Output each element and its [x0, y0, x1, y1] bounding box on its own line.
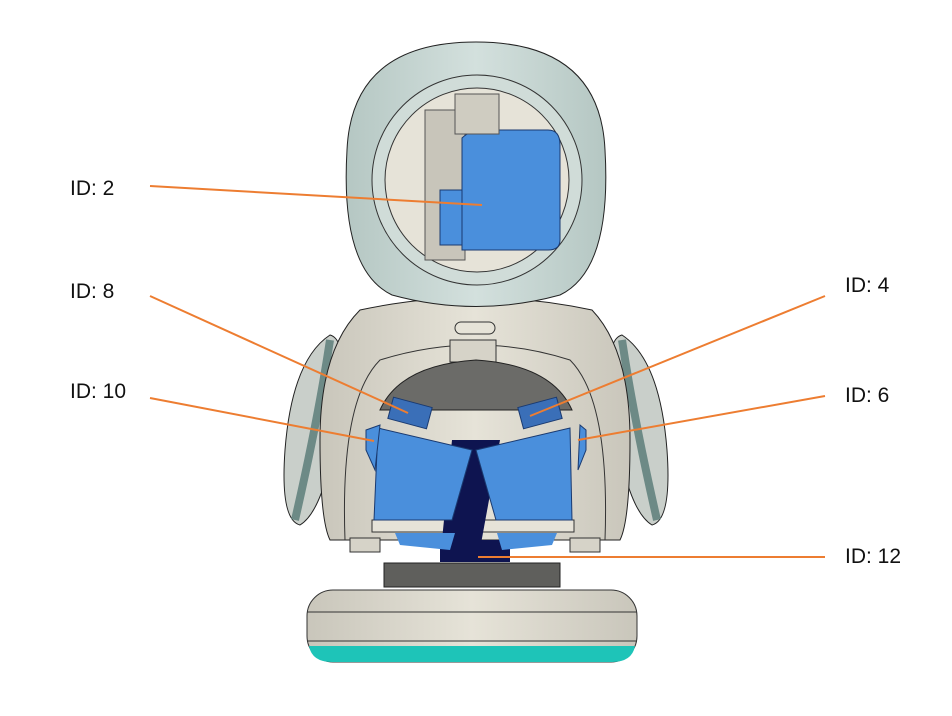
leader-line-id2 — [149, 185, 483, 206]
leader-line-id6 — [577, 395, 826, 441]
leader-lines — [149, 185, 826, 558]
leader-line-id8 — [149, 295, 409, 414]
label-id2: ID: 2 — [70, 177, 115, 200]
leader-line-id10 — [149, 397, 375, 442]
label-id10: ID: 10 — [70, 380, 127, 403]
leader-line-id4 — [529, 295, 826, 417]
label-id12: ID: 12 — [845, 545, 902, 568]
label-id4: ID: 4 — [845, 274, 890, 297]
servos — [365, 396, 587, 562]
label-id8: ID: 8 — [70, 280, 115, 303]
base — [306, 562, 638, 663]
label-id6: ID: 6 — [845, 384, 890, 407]
head — [345, 41, 607, 307]
